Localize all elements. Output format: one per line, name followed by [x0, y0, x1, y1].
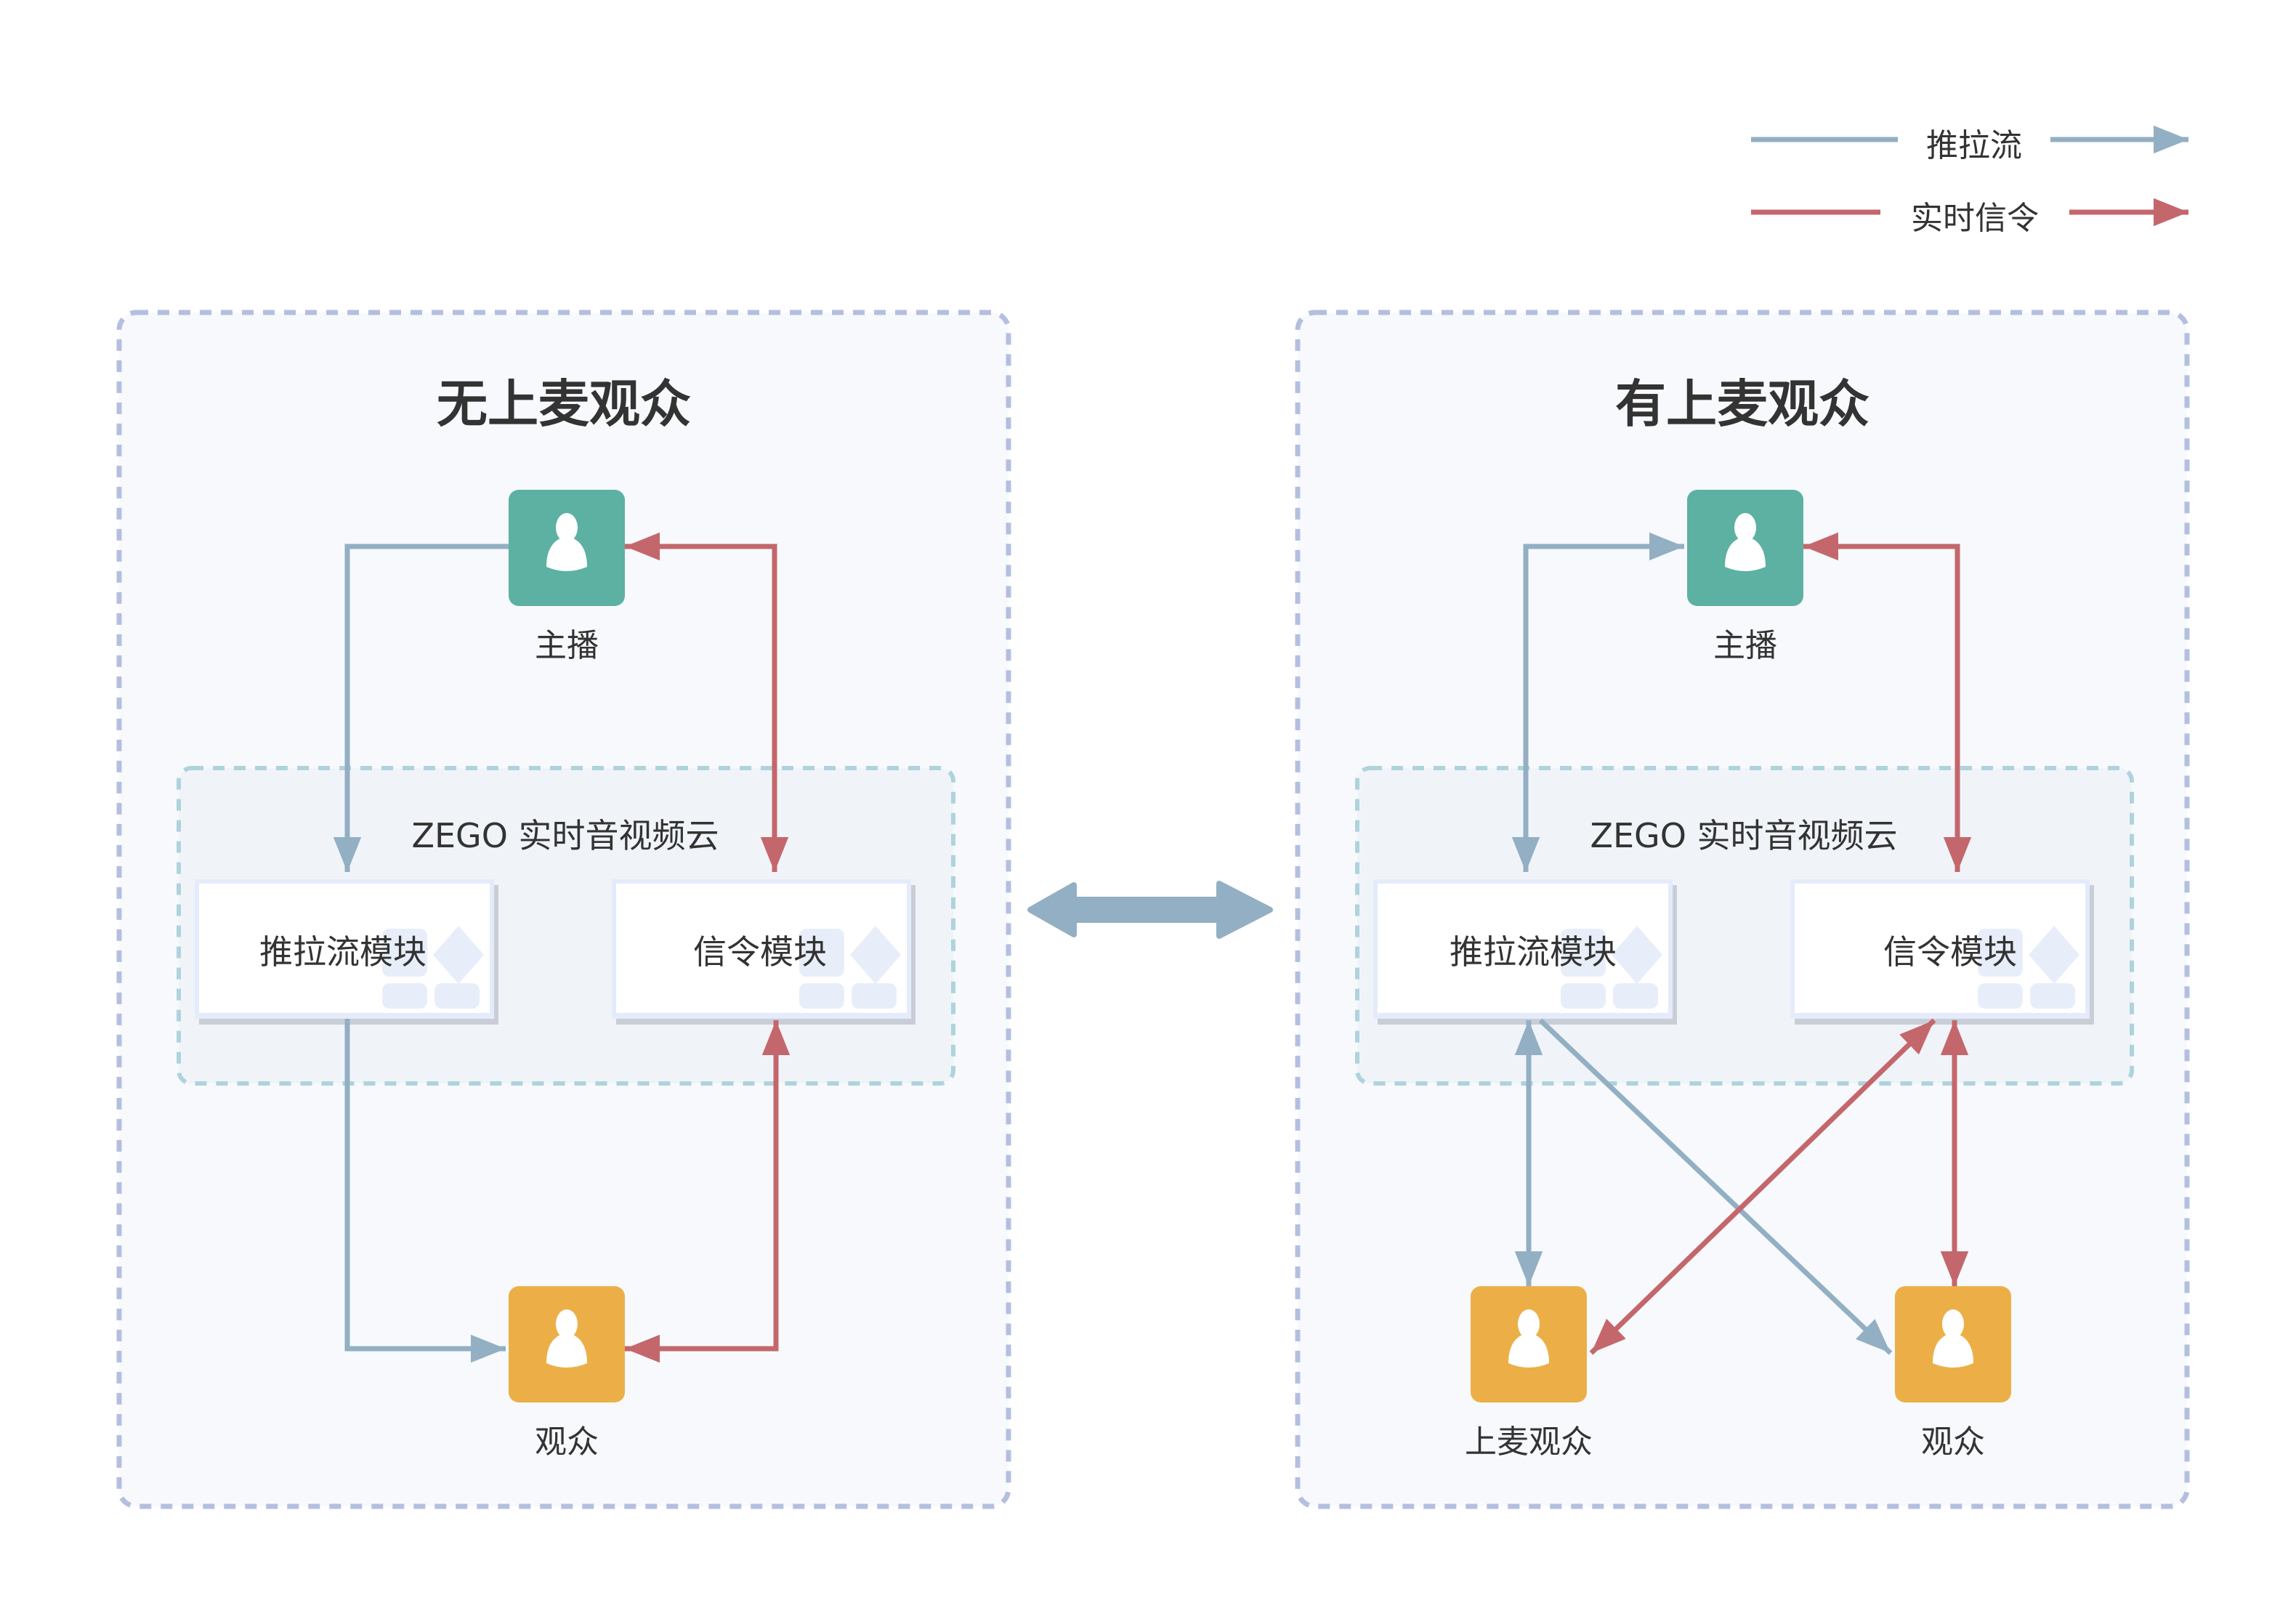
module-deco-tile: [382, 983, 427, 1009]
module-deco-tile: [1561, 929, 1606, 977]
left-stream-module-to-audience: [344, 1019, 506, 1363]
left-stream-module-box[interactable]: [195, 879, 498, 1025]
left-audience-node[interactable]: [509, 1286, 625, 1402]
left-signal-module-label: 信令模块: [693, 932, 827, 972]
module-deco-tile: [799, 929, 844, 977]
module-deco-tile: [2030, 983, 2075, 1009]
left-cloud-label: ZEGO 实时音视频云: [411, 816, 719, 855]
legend-signal-label: 实时信令: [1911, 200, 2039, 237]
right-signal-module-box[interactable]: [1790, 879, 2094, 1025]
module-deco-tile: [1561, 983, 1606, 1009]
left-audience-label: 观众: [535, 1424, 599, 1461]
legend-stream-label: 推拉流: [1926, 127, 2022, 164]
module-deco-diamond: [433, 926, 484, 984]
left-stream-module-label: 推拉流模块: [259, 932, 427, 972]
legend: [1751, 125, 2188, 227]
right-signal-host-module: [1803, 532, 1972, 872]
module-deco-tile: [852, 983, 897, 1009]
left-signal-module-audience: [625, 1020, 791, 1363]
right-cohost-audience-node[interactable]: [1471, 1286, 1587, 1402]
right-audience-node[interactable]: [1895, 1286, 2011, 1402]
right-host-label: 主播: [1713, 627, 1777, 664]
module-deco-tile: [1978, 929, 2023, 977]
left-signal-module-box[interactable]: [612, 879, 915, 1025]
right-signal-module-label: 信令模块: [1883, 932, 2017, 972]
module-deco-tile: [1613, 983, 1658, 1009]
module-deco-tile: [382, 929, 427, 977]
panel-left-title: 无上麦观众: [437, 374, 691, 434]
right-stream-module-label: 推拉流模块: [1450, 932, 1617, 972]
left-host-label: 主播: [535, 627, 599, 664]
module-deco-diamond: [850, 926, 901, 984]
left-host-to-stream-module: [333, 544, 509, 872]
center-bidirectional-arrow: [1027, 881, 1273, 939]
right-signal-module-cohost: [1589, 1018, 1936, 1355]
module-deco-tile: [434, 983, 480, 1009]
module-deco-diamond: [1612, 926, 1662, 984]
right-cloud-label: ZEGO 实时音视频云: [1590, 816, 1898, 855]
left-host-node[interactable]: [509, 490, 625, 606]
right-stream-module-box[interactable]: [1373, 879, 1677, 1025]
module-deco-diamond: [2029, 926, 2079, 984]
right-stream-module-host: [1511, 532, 1684, 872]
right-cohost-audience-label: 上麦观众: [1465, 1424, 1593, 1461]
panel-right-title: 有上麦观众: [1615, 374, 1869, 434]
right-audience-label: 观众: [1921, 1424, 1985, 1461]
right-host-node[interactable]: [1687, 490, 1803, 606]
module-deco-tile: [1978, 983, 2023, 1009]
left-signal-host-module: [625, 532, 789, 872]
module-deco-tile: [799, 983, 844, 1009]
